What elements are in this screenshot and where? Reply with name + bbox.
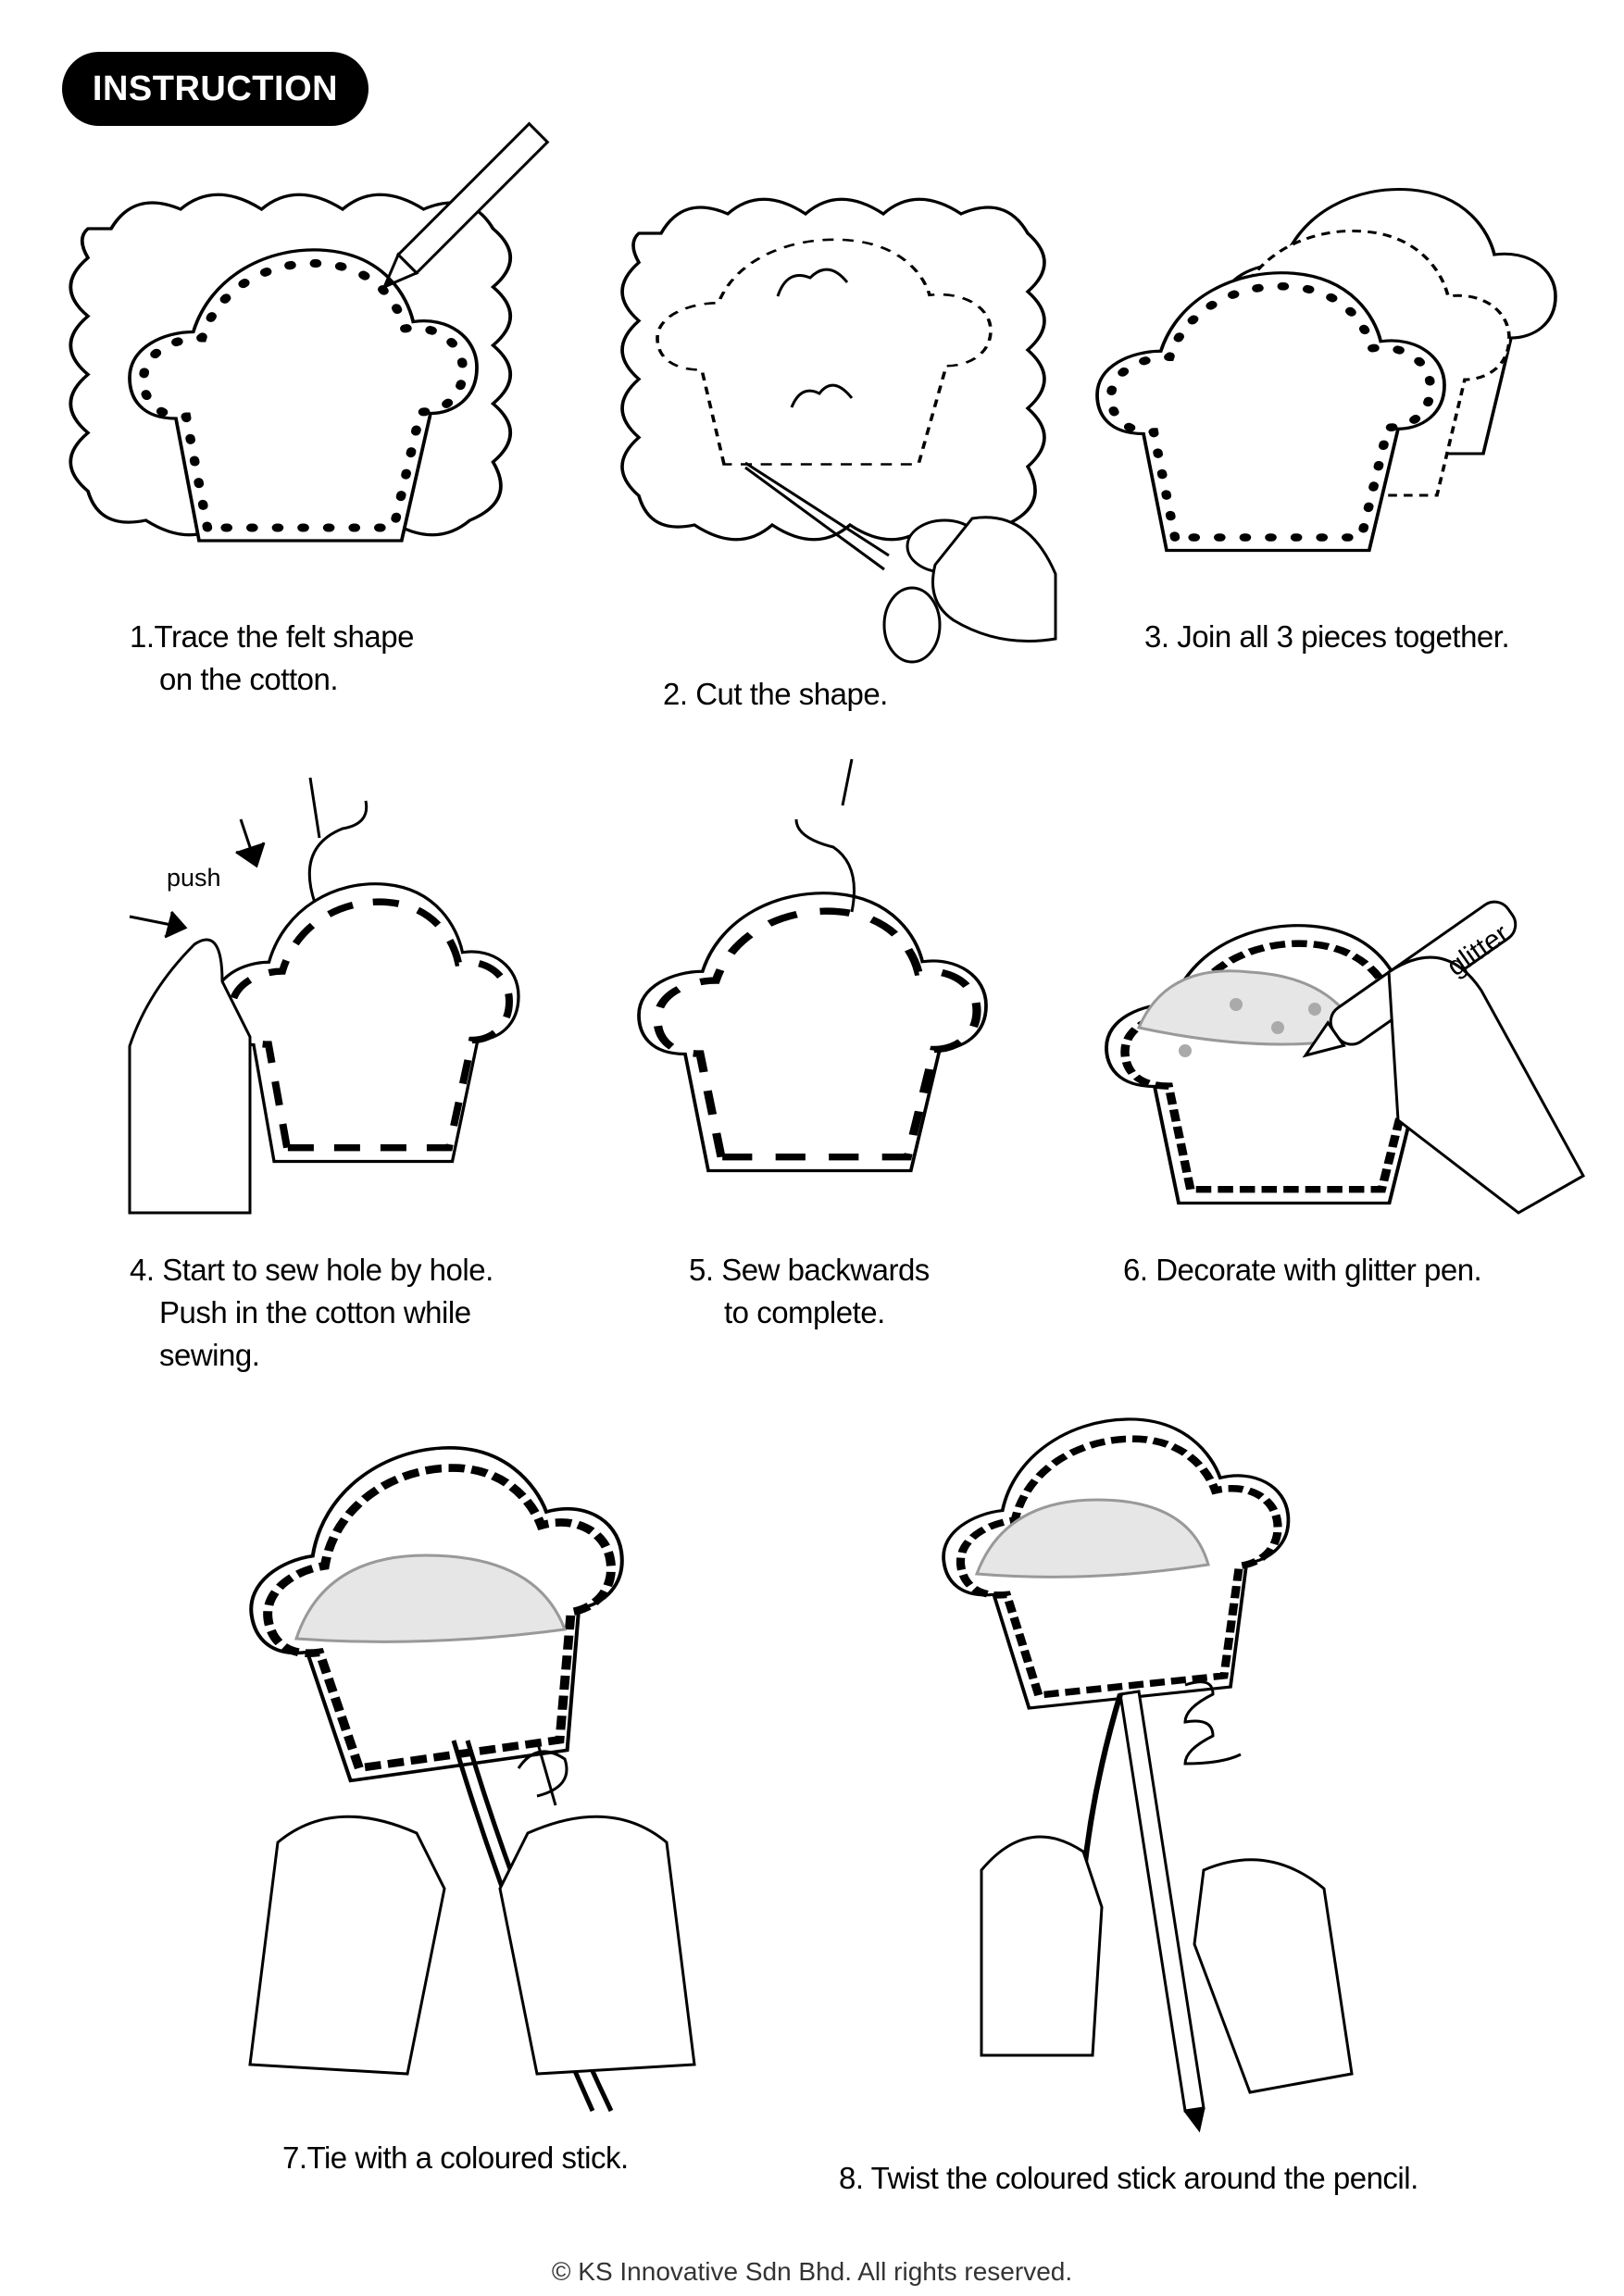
step-1-caption: 1.Trace the felt shape on the cotton. [130,616,414,701]
arrow-icon [129,911,188,939]
step8-illustration [929,1401,1354,2133]
step-text: Push in the cotton while [159,1295,471,1329]
step-text: Decorate with glitter pen. [1156,1253,1482,1287]
pencil-icon [1118,1690,1206,2113]
step-number: 1. [130,619,155,654]
twist-arrow-icon [517,1740,568,1806]
step-6-caption: 6. Decorate with glitter pen. [1123,1249,1482,1292]
push-label: push [167,864,221,892]
coloured-stick-icon [1081,1693,1123,1880]
step2-illustration [620,197,1057,664]
hand-icon [498,1815,696,2076]
step-text: sewing. [159,1338,260,1372]
step-text: to complete. [724,1295,885,1329]
hand-icon [980,1835,1104,2057]
step-3-caption: 3. Join all 3 pieces together. [1144,616,1510,658]
step3-illustration [1095,187,1557,553]
thread-icon [794,758,856,913]
step-number: 8. [839,2161,864,2195]
hand-icon [1193,1858,1354,2094]
pencil-icon [381,121,550,290]
step-number: 6. [1123,1253,1148,1287]
step-text: Join all 3 pieces together. [1177,619,1510,654]
step-number: 5. [689,1253,714,1287]
step-text: Trace the felt shape [154,619,415,654]
page-title: INSTRUCTION [92,69,339,108]
hand-icon [128,938,252,1215]
step-4-caption: 4. Start to sew hole by hole. Push in th… [130,1249,493,1377]
step-2-caption: 2. Cut the shape. [663,673,888,716]
step-text: Sew backwards [721,1253,930,1287]
hand-icon [931,516,1057,643]
step-7-caption: 7.Tie with a coloured stick. [282,2137,629,2179]
hand-icon [1387,955,1586,1215]
spiral-arrow-icon [1183,1680,1242,1766]
step-8-caption: 8. Twist the coloured stick around the p… [839,2157,1418,2200]
step-text: Cut the shape. [695,677,888,711]
copyright-footer: © KS Innovative Sdn Bhd. All rights rese… [551,2257,1073,2286]
step7-illustration [232,1425,696,2113]
step-5-caption: 5. Sew backwards to complete. [689,1249,930,1334]
instruction-title-badge: INSTRUCTION [62,52,369,126]
step-number: 7. [282,2140,307,2175]
step1-illustration [69,121,550,543]
step-number: 2. [663,677,688,711]
step-number: 3. [1144,619,1169,654]
step-text: Twist the coloured stick around the penc… [870,2161,1419,2195]
step4-illustration [128,777,520,1215]
step-text: Start to sew hole by hole. [162,1253,493,1287]
hand-icon [248,1815,446,2076]
step-text: on the cotton. [159,662,338,696]
step5-illustration [637,758,988,1173]
thread-icon [307,777,369,904]
arrow-icon [235,818,266,868]
step-number: 4. [130,1253,155,1287]
step6-illustration [1105,900,1586,1215]
step-text: Tie with a coloured stick. [306,2140,630,2175]
